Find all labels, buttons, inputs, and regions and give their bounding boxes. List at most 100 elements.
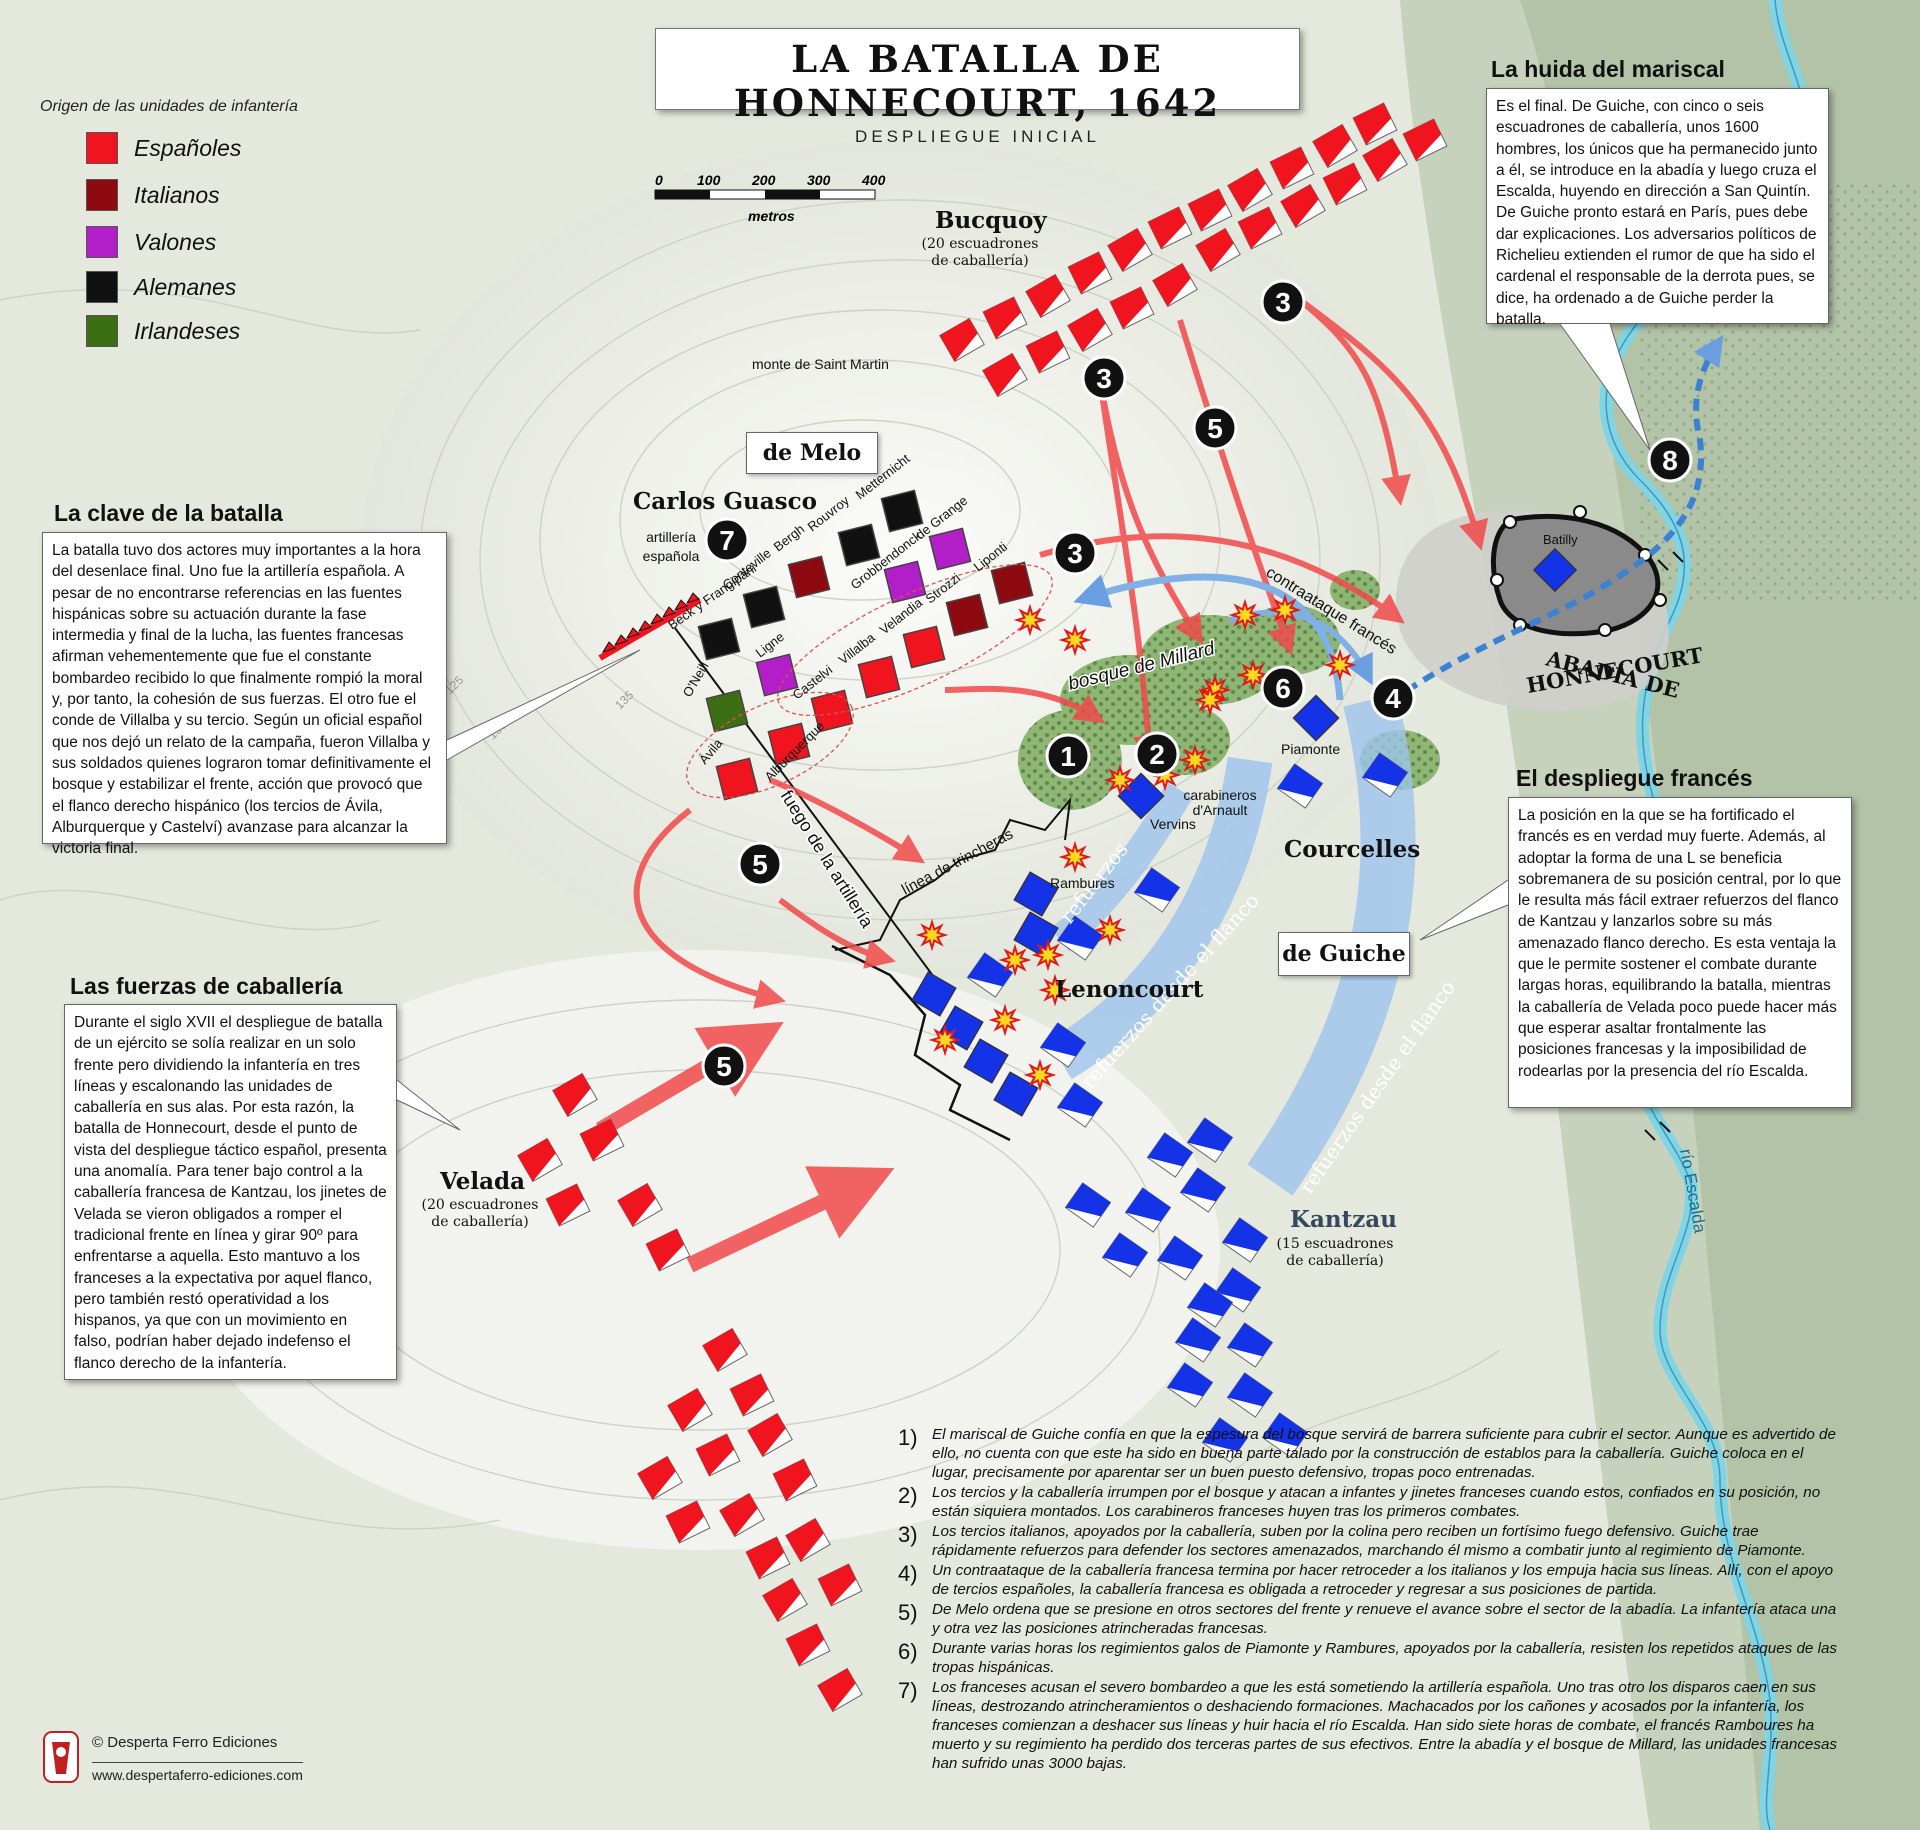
commander-guasco: Carlos Guasco	[633, 488, 817, 515]
spanish-cavalry-squadron	[772, 1458, 818, 1502]
french-infantry	[911, 547, 1578, 1117]
legend-swatch	[86, 315, 118, 347]
spanish-cavalry-squadron	[545, 1183, 591, 1227]
bucquoy-strength: (20 escuadrones de caballería)	[921, 236, 1039, 269]
legend-label: Italianos	[134, 181, 220, 208]
artillery-fire-line	[674, 627, 946, 993]
marker-8-label: 8	[1662, 445, 1678, 476]
legend-item-italianos: Italianos	[86, 179, 220, 211]
explosion-burst	[988, 1003, 1022, 1037]
copyright-icon: ©	[92, 1734, 104, 1751]
explosion-burst	[1058, 840, 1092, 874]
abbey-towers	[1490, 505, 1667, 637]
explosion-burst	[1228, 598, 1262, 632]
marker-2-label: 2	[1149, 739, 1165, 770]
panel-despliegue-title: El despliegue francés	[1516, 765, 1753, 791]
marker-5-label: 5	[752, 849, 768, 880]
spanish-cavalry-squadron	[552, 1072, 598, 1118]
french-cavalry-squadron	[1174, 1317, 1222, 1363]
map-subtitle: DESPLIEGUE INICIAL	[855, 127, 1100, 146]
spanish-cavalry-squadron	[1227, 167, 1273, 213]
velada-strength: (20 escuadrones de caballería)	[421, 1197, 539, 1230]
tercio-grange	[928, 527, 972, 571]
spanish-cavalry-squadron	[1107, 227, 1153, 273]
spanish-cavalry-squadron	[667, 1387, 713, 1433]
tercio-alburquerque	[767, 722, 811, 766]
scale-tick-0: 0	[655, 172, 663, 188]
label-carabineros: carabineros d'Arnault	[1183, 787, 1257, 818]
note-number: 5)	[898, 1600, 918, 1625]
commander-bucquoy: Bucquoy	[935, 207, 1047, 234]
french-cavalry-squadron	[1361, 752, 1409, 798]
marker-7-label: 7	[719, 525, 735, 556]
legend-label: Españoles	[134, 134, 242, 161]
credit-url[interactable]: www.despertaferro-ediciones.com	[92, 1762, 303, 1783]
panel-caballeria-text: Durante el siglo XVII el despliegue de b…	[64, 1004, 397, 1380]
french-cavalry-squadron	[1056, 915, 1104, 961]
marker-7-circle	[704, 517, 750, 563]
spanish-cavalry-squadron	[665, 1500, 711, 1544]
note-number: 3)	[898, 1522, 918, 1547]
note-item: 3)Los tercios italianos, apoyados por la…	[898, 1522, 1838, 1560]
explosion-burst	[1013, 603, 1047, 637]
spanish-cavalry-squadron	[1280, 183, 1326, 229]
legend-label: Alemanes	[134, 273, 237, 300]
explosion-burst	[928, 1023, 962, 1057]
marker-1-label: 1	[1060, 741, 1076, 772]
note-number: 1)	[898, 1425, 918, 1450]
note-text: Durante varias horas los regimientos gal…	[932, 1640, 1837, 1676]
note-text: El mariscal de Guiche confía en que la e…	[932, 1426, 1836, 1481]
panel-clave-title: La clave de la batalla	[54, 500, 283, 526]
commander-kantzau: Kantzau	[1290, 1206, 1397, 1233]
note-item: 2)Los tercios y la caballería irrumpen p…	[898, 1483, 1838, 1521]
commander-de-melo: de Melo	[746, 432, 878, 474]
french-cavalry-squadron	[1146, 1132, 1194, 1178]
tercio-ligne	[755, 653, 799, 697]
spanish-cavalry-squadron	[982, 296, 1028, 340]
tercio-villalba	[857, 655, 901, 699]
spanish-cavalry-squadron	[939, 317, 985, 363]
tercio-rouvroy	[837, 523, 881, 567]
spanish-cavalry-squadron	[1147, 206, 1193, 250]
french-cavalry-squadron	[1124, 1187, 1172, 1233]
fr-vervins	[1117, 772, 1165, 820]
note-item: 7)Los franceses acusan el severo bombard…	[898, 1678, 1838, 1773]
label-courcelles: Courcelles	[1284, 836, 1421, 863]
marker-8-circle	[1647, 437, 1693, 483]
spanish-cavalry-squadron	[1152, 262, 1198, 308]
french-cavalry-squadron	[1201, 1417, 1249, 1463]
spanish-cavalry-squadron	[719, 1492, 765, 1538]
marker-5-label: 5	[716, 1051, 732, 1082]
french-cavalry-squadron	[1101, 1232, 1149, 1278]
scale-tick-200: 200	[751, 172, 776, 188]
spanish-attack-arrows	[633, 297, 1489, 1009]
french-cavalry-squadron	[1156, 1235, 1204, 1281]
panel-despliegue-text: La posición en la que se ha fortificado …	[1508, 797, 1852, 1108]
tercio-beck	[697, 617, 741, 661]
scale-tick-300: 300	[807, 172, 831, 188]
note-text: Los franceses acusan el severo bombardeo…	[932, 1679, 1837, 1772]
map-title: LA BATALLA DE HONNECOURT, 1642	[733, 37, 1222, 125]
spanish-cavalry	[517, 102, 1448, 1713]
spanish-cavalry-squadron	[982, 352, 1028, 398]
spanish-cavalry-squadron	[1067, 251, 1113, 295]
desperta-ferro-logo-icon	[43, 1731, 79, 1783]
spanish-cavalry-squadron	[1269, 146, 1315, 190]
explosion-burst	[1268, 593, 1302, 627]
spanish-cavalry-squadron	[817, 1667, 863, 1713]
french-cavalry-squadron	[1214, 1267, 1262, 1313]
spanish-cavalry-squadron	[695, 1433, 741, 1477]
spanish-cavalry-squadron	[1195, 227, 1241, 273]
tercio-velandia	[902, 625, 946, 669]
explosion-burst	[1178, 743, 1212, 777]
marker-5-circle	[701, 1043, 747, 1089]
fr-rambures	[1013, 871, 1059, 917]
tercio-strozzi	[945, 593, 989, 637]
explosion-burst	[1103, 763, 1137, 797]
bridges	[1644, 551, 1684, 1141]
note-text: De Melo ordena que se presione en otros …	[932, 1601, 1837, 1637]
hill-saint-martin	[360, 140, 1440, 980]
spanish-cavalry-squadron	[1025, 273, 1071, 319]
french-cavalry-squadron	[1276, 763, 1324, 809]
